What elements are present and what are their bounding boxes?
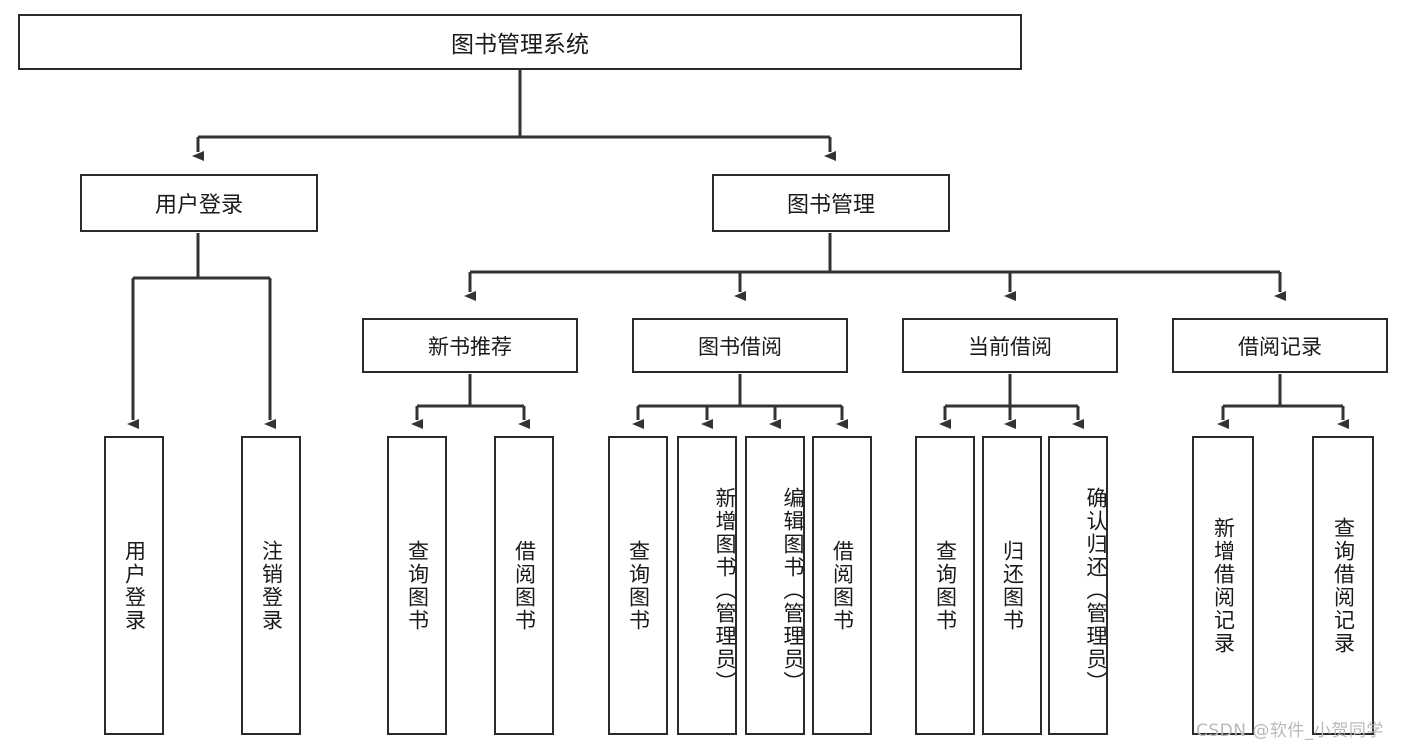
- leaf-edit-book-admin[interactable]: 编辑图书（管理员）: [745, 436, 805, 735]
- leaf-return-book-label: 归还图书: [1000, 539, 1025, 632]
- leaf-query-borrow-record-label: 查询借阅记录: [1331, 516, 1356, 655]
- node-borrow-record-label: 借阅记录: [1238, 334, 1322, 359]
- leaf-user-login[interactable]: 用户登录: [104, 436, 164, 735]
- node-book-management[interactable]: 图书管理: [712, 174, 950, 232]
- leaf-confirm-return-admin[interactable]: 确认归还（管理员）: [1048, 436, 1108, 735]
- node-new-book-recommend[interactable]: 新书推荐: [362, 318, 578, 373]
- node-root-label: 图书管理系统: [451, 32, 589, 58]
- leaf-borrow-book-borrow[interactable]: 借阅图书: [812, 436, 872, 735]
- leaf-edit-book-admin-label: 编辑图书（管理员）: [781, 487, 805, 694]
- node-new-book-recommend-label: 新书推荐: [428, 334, 512, 359]
- leaf-borrow-book-borrow-label: 借阅图书: [830, 539, 855, 632]
- leaf-return-book[interactable]: 归还图书: [982, 436, 1042, 735]
- node-root[interactable]: 图书管理系统: [18, 14, 1022, 70]
- leaf-query-book-recommend-label: 查询图书: [405, 539, 430, 632]
- node-current-borrow-label: 当前借阅: [968, 334, 1052, 359]
- leaf-user-login-label: 用户登录: [122, 539, 147, 632]
- leaf-confirm-return-admin-label: 确认归还（管理员）: [1084, 487, 1108, 694]
- leaf-query-book-current-label: 查询图书: [933, 539, 958, 632]
- node-borrow-record[interactable]: 借阅记录: [1172, 318, 1388, 373]
- node-book-management-label: 图书管理: [786, 193, 875, 218]
- leaf-add-book-admin-label: 新增图书（管理员）: [713, 487, 737, 694]
- node-book-borrow[interactable]: 图书借阅: [632, 318, 848, 373]
- leaf-query-borrow-record[interactable]: 查询借阅记录: [1312, 436, 1374, 735]
- leaf-logout[interactable]: 注销登录: [241, 436, 301, 735]
- leaf-logout-label: 注销登录: [259, 539, 284, 632]
- leaf-borrow-book-recommend-label: 借阅图书: [512, 539, 537, 632]
- leaf-borrow-book-recommend[interactable]: 借阅图书: [494, 436, 554, 735]
- leaf-query-book-borrow-label: 查询图书: [626, 539, 651, 632]
- leaf-add-book-admin[interactable]: 新增图书（管理员）: [677, 436, 737, 735]
- leaf-query-book-borrow[interactable]: 查询图书: [608, 436, 668, 735]
- node-user-login-label: 用户登录: [154, 193, 243, 218]
- node-user-login[interactable]: 用户登录: [80, 174, 318, 232]
- leaf-add-borrow-record[interactable]: 新增借阅记录: [1192, 436, 1254, 735]
- leaf-query-book-recommend[interactable]: 查询图书: [387, 436, 447, 735]
- node-book-borrow-label: 图书借阅: [698, 334, 782, 359]
- watermark: CSDN @软件_小贺同学: [1196, 721, 1384, 741]
- leaf-query-book-current[interactable]: 查询图书: [915, 436, 975, 735]
- node-current-borrow[interactable]: 当前借阅: [902, 318, 1118, 373]
- leaf-add-borrow-record-label: 新增借阅记录: [1211, 516, 1236, 655]
